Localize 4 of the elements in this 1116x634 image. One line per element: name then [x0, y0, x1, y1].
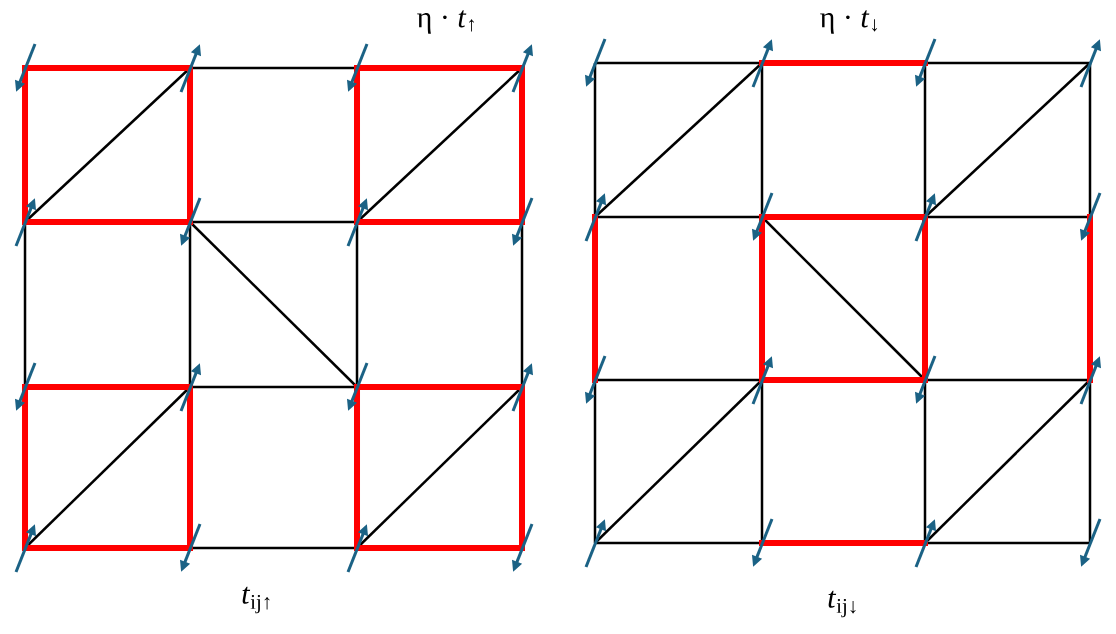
hopping-label: t$_{ij↓}$: [828, 590, 856, 618]
hopping-label: η · t$_{↑}$: [417, 10, 475, 34]
hopping-label: t$_{ij↑}$: [242, 586, 270, 614]
hopping-label: η · t$_{↓}$: [820, 10, 878, 34]
